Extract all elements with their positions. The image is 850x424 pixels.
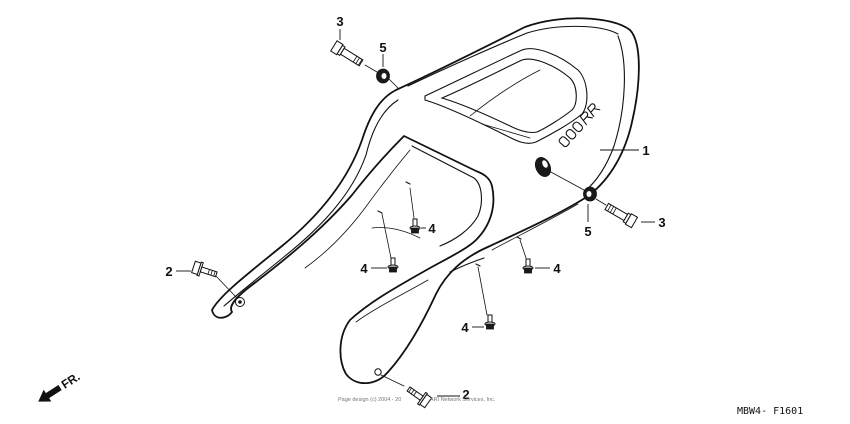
grab-rail-line <box>469 69 541 117</box>
far-panel-flange-line <box>223 99 399 307</box>
inner-floor-line <box>371 227 421 239</box>
near-panel-tip-hole <box>374 368 382 376</box>
mount-marks <box>377 181 522 267</box>
near-panel-lower-crease <box>491 203 579 251</box>
grab-recess-inner <box>440 58 577 134</box>
guide-lines <box>213 64 607 387</box>
bolt-3-upper <box>330 40 364 67</box>
rear-cowl <box>211 17 640 385</box>
decal-lettering <box>558 103 601 148</box>
callout-4-screw-d[interactable]: 4 <box>461 320 469 335</box>
callout-4-screw-a[interactable]: 4 <box>428 221 436 236</box>
screw-4-a <box>409 218 421 234</box>
grab-rail-line-lower <box>481 123 531 139</box>
grommet-5-right <box>583 186 597 202</box>
front-direction-indicator: FR. <box>38 369 83 402</box>
callout-5-right-grommet[interactable]: 5 <box>584 224 591 239</box>
copyright-text-part2: ARI Network Services, Inc. <box>430 397 496 403</box>
callout-leaders <box>176 29 655 397</box>
callout-5-upper-grommet[interactable]: 5 <box>379 40 386 55</box>
near-panel-front-fold <box>355 279 429 323</box>
callout-4-screw-c[interactable]: 4 <box>553 261 561 276</box>
callout-1-rear-cowl[interactable]: 1 <box>642 143 649 158</box>
callout-2-bottom-bolt[interactable]: 2 <box>462 387 469 402</box>
copyright-text-part1: Page design (c) 2004 - 20 <box>338 397 401 403</box>
bolt-2-left <box>191 260 218 278</box>
far-panel-bolt-hole <box>235 297 245 307</box>
screw-4-d <box>484 314 496 330</box>
tail-side-crease <box>583 35 625 193</box>
callout-4-screw-b[interactable]: 4 <box>360 261 368 276</box>
screw-4-c <box>522 258 534 274</box>
front-arrow-icon <box>38 384 62 402</box>
bolt-3-right <box>604 202 639 229</box>
grommet-5-upper <box>376 68 390 84</box>
tail-inner-flange <box>411 145 483 247</box>
rear-cowl-silhouette <box>211 17 640 385</box>
callouts: 3 5 1 4 4 4 2 5 3 4 2 <box>165 14 665 402</box>
far-panel-inner-flange <box>304 149 411 269</box>
near-panel-step <box>449 257 485 273</box>
callout-3-upper-bolt[interactable]: 3 <box>336 14 343 29</box>
bolt-2-bottom <box>406 386 433 409</box>
front-label: FR. <box>59 369 83 391</box>
mounting-hole <box>534 157 552 177</box>
callout-2-left-bolt[interactable]: 2 <box>165 264 172 279</box>
tail-top-edge-line <box>407 25 619 87</box>
diagram-code: MBW4- F1601 <box>737 406 803 417</box>
callout-3-right-bolt[interactable]: 3 <box>658 215 665 230</box>
screw-4-b <box>387 257 399 273</box>
